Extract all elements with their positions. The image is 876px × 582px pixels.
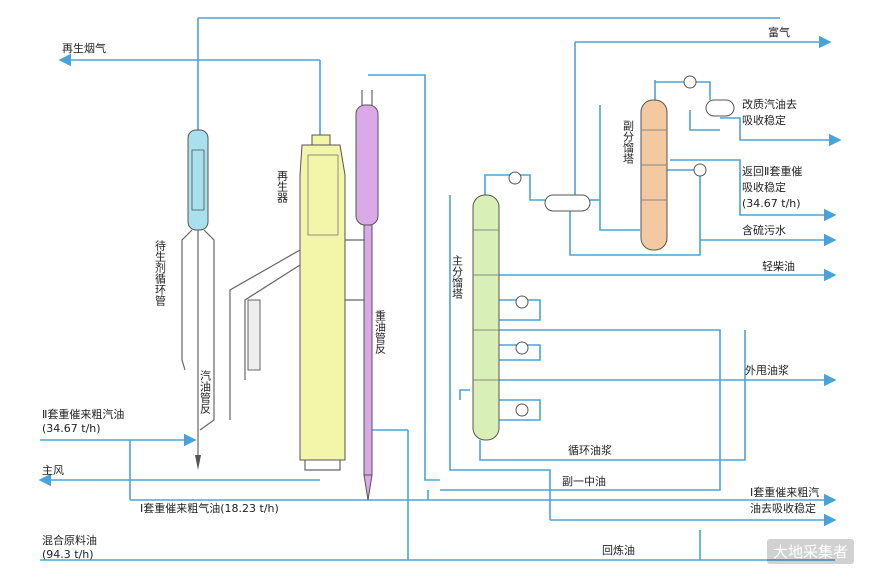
sub-fractionator-unit — [640, 99, 668, 251]
main-overhead-drum — [544, 194, 591, 212]
side-stream-line — [449, 195, 551, 520]
main-drop — [459, 389, 470, 400]
pa-loop-3 — [498, 399, 541, 421]
sub-overhead — [655, 81, 711, 100]
reformed-gasoline-line — [720, 117, 842, 147]
label-external-slurry: 外甩油浆 — [745, 363, 789, 377]
label-main-fractionator: 主分馏塔 — [451, 255, 464, 300]
heat-exchangers — [508, 75, 707, 417]
sub-bottom — [665, 169, 701, 240]
label-heavy-I: Ⅰ套重催来粗气油(18.23 t/h) — [140, 501, 279, 515]
crossover-pipe-1 — [229, 249, 301, 420]
label-recycle-oil: 回炼油 — [602, 543, 635, 557]
label-heavy-in-1: Ⅱ套重催来粗汽油 — [42, 407, 124, 421]
label-return-1: 返回Ⅱ套重催 — [742, 164, 802, 178]
crossover-pipe-2 — [244, 264, 301, 380]
label-circ-slurry: 循环油浆 — [568, 443, 612, 457]
regenerator-unit — [299, 134, 346, 471]
sour-water-line — [569, 210, 837, 256]
label-mixed-2: (94.3 t/h) — [42, 548, 94, 561]
label-return-2: 吸收稳定 — [742, 180, 786, 194]
heavy-oil-riser-unit — [355, 90, 379, 501]
gasoline-riser-unit — [181, 129, 215, 470]
riser-to-column-line — [368, 74, 440, 481]
label-gasoline-riser: 汽油管反 — [199, 369, 212, 415]
label-sub-fractionator: 副分馏塔 — [622, 120, 635, 165]
sub-feed — [599, 105, 615, 231]
return-heavy-line — [670, 159, 837, 222]
label-reformed-2: 吸收稳定 — [742, 113, 786, 127]
label-heavy-in-2: (34.67 t/h) — [42, 422, 101, 435]
label-regenerator: 再生器 — [276, 170, 289, 204]
label-mixed-1: 混合原料油 — [42, 533, 97, 547]
label-heavy-riser: 重油管反 — [374, 309, 387, 355]
slurry-loop — [440, 329, 721, 491]
main-fractionator-unit — [472, 194, 500, 441]
circ-slurry-line — [479, 330, 746, 461]
label-flue-gas: 再生烟气 — [62, 41, 106, 55]
label-side-stream: 副一中油 — [562, 474, 606, 488]
label-rich-gas: 富气 — [768, 25, 790, 39]
label-main-air: 主风 — [42, 464, 64, 477]
stripper — [247, 299, 261, 371]
label-heavy-out-2: 油去吸收稳定 — [750, 501, 816, 515]
label-return-3: (34.67 t/h) — [742, 197, 801, 210]
label-sour-water: 含硫污水 — [742, 223, 786, 237]
main-overhead — [484, 174, 545, 201]
label-reformed-1: 改质汽油去 — [742, 97, 797, 111]
reflux-line — [689, 110, 720, 131]
sub-overhead-drum — [705, 99, 735, 117]
label-spent-pipe: 待生剂循环管 — [154, 239, 167, 307]
watermark: 大地采集者 — [766, 539, 854, 564]
label-heavy-out-1: Ⅰ套重催来粗汽 — [750, 485, 819, 499]
label-light-diesel: 轻柴油 — [762, 259, 795, 273]
